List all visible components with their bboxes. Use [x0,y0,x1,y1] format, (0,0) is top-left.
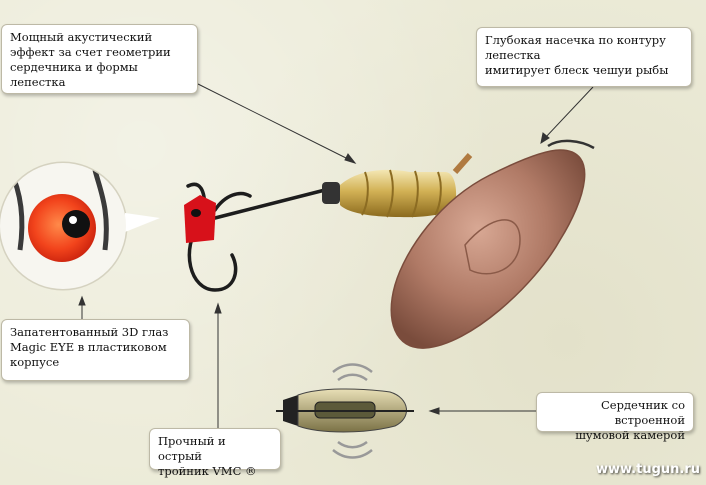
noise-core [276,363,414,459]
pointer-lines [78,83,594,428]
callout-blade-notch: Глубокая насечка по контуру лепестка ими… [476,27,692,87]
site-watermark: www.tugun.ru [595,462,700,477]
sound-waves [332,363,373,459]
blade [390,139,595,349]
callout-noise-core: Сердечник со встроенной шумовой камерой [536,392,694,442]
callout-acoustic-effect: Мощный акустический эффект за счет геоме… [1,24,198,94]
callout-magic-eye: Запатентованный 3D глаз Magic EYE в плас… [1,319,190,381]
magic-eye-bead [184,195,216,243]
eye-zoom-circle [0,161,160,291]
lure-body [322,169,457,218]
callout-vmc-hook: Прочный и острый тройник VMC ® [149,428,281,478]
